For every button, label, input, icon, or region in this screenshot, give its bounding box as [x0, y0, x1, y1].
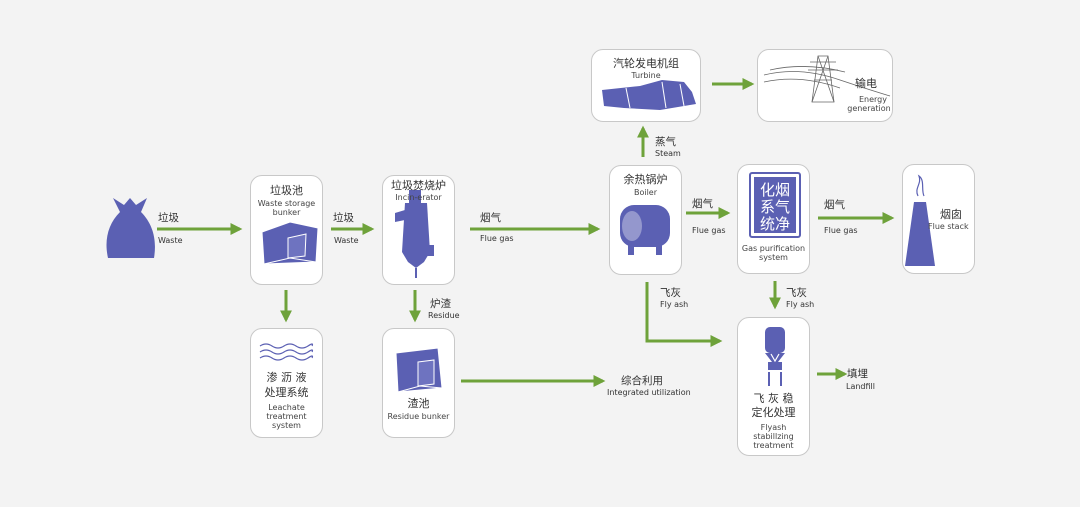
flyash-subtitle-line1: Flyash — [760, 423, 787, 432]
flyash-box — [737, 317, 810, 456]
boiler-subtitle: Boiler — [633, 188, 658, 197]
edge-label-flue1-en: Flue gas — [480, 234, 514, 243]
edge-label-flue3-en: Flue gas — [824, 226, 858, 235]
arrow-boiler-to-flyash — [645, 282, 723, 347]
chimney-icon — [905, 174, 935, 266]
storage-subtitle-line1: Waste storage — [257, 199, 316, 208]
bunker-icon — [261, 221, 319, 265]
edge-label-flue2-en: Flue gas — [692, 226, 726, 235]
garbage-bag-icon — [106, 198, 155, 258]
bunker-icon — [395, 347, 443, 393]
energy-box — [757, 49, 893, 122]
edge-label-steam-en: Steam — [655, 149, 681, 158]
edge-label-flue2: 烟气 — [692, 198, 713, 210]
flue-stack-subtitle: Flue stack — [928, 222, 969, 231]
edge-label-landfill: 填埋 — [847, 368, 868, 380]
leachate-box — [250, 328, 323, 438]
leachate-subtitle-line2: treatment — [266, 412, 307, 421]
gas-purification-panel-line3: 统净 — [760, 215, 790, 233]
incinerator-subtitle: Incin-erator — [395, 193, 442, 202]
gas-purification-subtitle-line2: system — [759, 253, 788, 262]
leachate-subtitle-line3: system — [272, 421, 301, 430]
edge-label-integrated: 综合利用 — [621, 375, 663, 387]
incinerator-icon — [395, 190, 434, 278]
edge-label-flyash2-en: Fly ash — [786, 300, 815, 309]
boiler-drum-icon — [620, 205, 670, 255]
power-pylon-icon — [763, 55, 891, 103]
energy-title: 输电 — [855, 77, 877, 90]
edge-label-flyash2: 飞灰 — [786, 287, 807, 299]
flyash-subtitle-line2: stabillzing — [753, 432, 794, 441]
energy-subtitle-line1: Energy — [858, 95, 887, 104]
energy-subtitle-line2: generation — [847, 104, 891, 113]
residue-title: 渣池 — [407, 397, 430, 410]
edge-label-waste1-en: Waste — [158, 236, 183, 245]
edge-label-residue-en: Residue — [428, 311, 460, 320]
edge-label-flue1: 烟气 — [480, 212, 501, 224]
silo-tower-icon — [765, 327, 785, 386]
storage-title: 垃圾池 — [270, 184, 303, 197]
edge-label-flyash1: 飞灰 — [660, 287, 681, 299]
leachate-subtitle-line1: Leachate — [268, 403, 305, 412]
edge-label-flue3: 烟气 — [824, 199, 845, 211]
edge-label-integrated-en: Integrated utilization — [607, 388, 691, 397]
storage-subtitle-line2: bunker — [272, 208, 301, 217]
turbine-icon — [602, 80, 696, 110]
residue-subtitle: Residue bunker — [387, 412, 450, 421]
gas-purification-subtitle-line1: Gas purification — [741, 244, 806, 253]
waves-icon — [259, 343, 314, 361]
edge-label-waste1: 垃圾 — [158, 212, 179, 224]
edge-label-waste2-en: Waste — [334, 236, 359, 245]
flyash-subtitle-line3: treatment — [753, 441, 794, 450]
gas-purification-panel-line1: 化烟 — [760, 181, 790, 199]
flyash-title-line2: 定化处理 — [751, 406, 796, 419]
flyash-title-line1: 飞 灰 稳 — [753, 392, 794, 405]
edge-label-steam: 蒸气 — [655, 136, 676, 148]
leachate-title-line2: 处理系统 — [264, 386, 309, 399]
turbine-title: 汽轮发电机组 — [613, 57, 679, 70]
edge-label-residue: 炉渣 — [430, 298, 451, 310]
leachate-title-line1: 渗 沥 液 — [266, 371, 307, 384]
incinerator-title: 垃圾焚烧炉 — [391, 179, 446, 192]
edge-label-waste2: 垃圾 — [333, 212, 354, 224]
boiler-title: 余热锅炉 — [623, 173, 668, 186]
flue-stack-title: 烟囱 — [940, 208, 962, 221]
gas-purification-panel-icon — [749, 172, 801, 238]
edge-label-landfill-en: Landfill — [846, 382, 875, 391]
turbine-subtitle: Turbine — [631, 71, 661, 80]
gas-purification-panel-line2: 系气 — [760, 198, 790, 216]
edge-label-flyash1-en: Fly ash — [660, 300, 689, 309]
